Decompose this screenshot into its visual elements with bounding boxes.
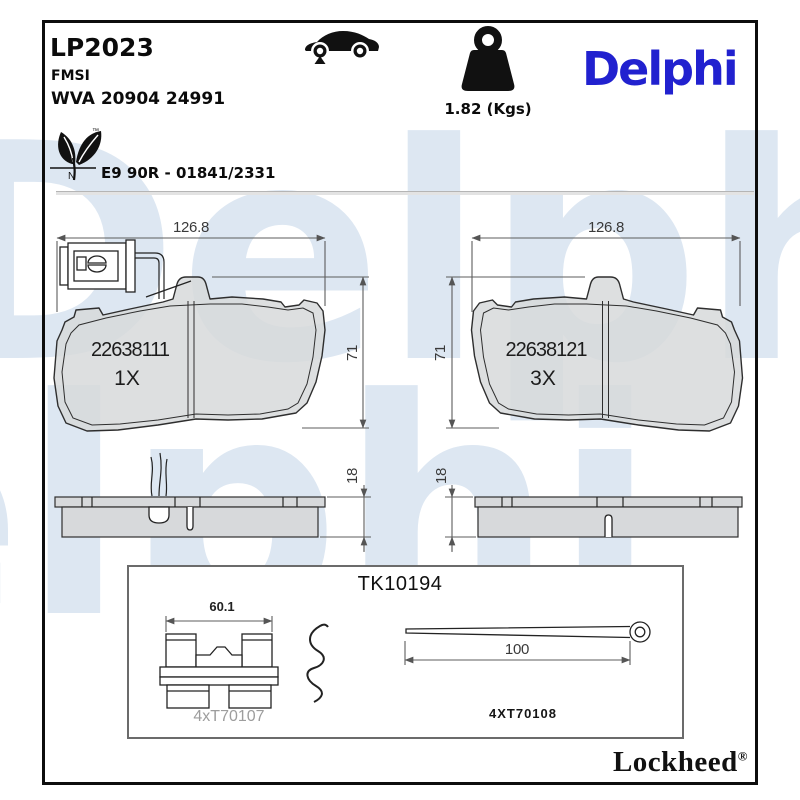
eco-n-mark: N xyxy=(68,171,75,182)
delphi-logo: Delphi xyxy=(582,42,739,96)
dim-thickness-left-value: 18 xyxy=(344,468,361,484)
registered-symbol: ® xyxy=(737,748,748,764)
accessory-kit-box: TK10194 60.1 4xT7 xyxy=(127,565,684,739)
dim-pin-length-value: 100 xyxy=(505,641,529,658)
weight-icon xyxy=(461,26,515,91)
backing-segment-ticks xyxy=(81,497,298,507)
weight-value: 1.82 (Kgs) xyxy=(444,100,532,118)
dimension-thickness-left: 18 xyxy=(320,468,371,552)
homologation-number: E9 90R - 01841/2331 xyxy=(101,164,276,182)
dimension-width-right: 126.8 xyxy=(471,219,741,312)
pad-quantity-left: 1X xyxy=(114,367,140,390)
wear-sensor-connector xyxy=(59,239,192,299)
wva-reference: WVA 20904 24991 xyxy=(51,89,226,109)
lockheed-logo: Lockheed® xyxy=(613,746,748,779)
front-axle-arrow-icon xyxy=(314,56,326,64)
trademark-symbol: ™ xyxy=(92,128,99,135)
spring-clip-profile xyxy=(306,623,329,703)
dim-width-right-value: 126.8 xyxy=(588,219,624,236)
front-view-right: 126.8 71 22638121 3X xyxy=(432,219,744,432)
fmsi-label: FMSI xyxy=(51,68,90,84)
kit-code: TK10194 xyxy=(358,573,443,595)
pad-quantity-right: 3X xyxy=(530,367,556,390)
eco-leaf-icon: N ™ xyxy=(50,128,102,182)
pad-part-number-right: 22638121 xyxy=(506,339,588,361)
backing-segment-ticks xyxy=(501,497,713,507)
dimension-clip-width: 60.1 xyxy=(165,599,273,632)
retainer-clip-drawing: 60.1 4xT70107 xyxy=(159,599,279,725)
dimension-pin-length: 100 xyxy=(404,641,631,665)
dimension-height-left: 71 xyxy=(212,276,369,429)
clip-part-label: 4xT70107 xyxy=(193,708,264,725)
dim-height-right-value: 71 xyxy=(432,345,449,361)
pad-part-number-left: 22638111 xyxy=(91,339,170,361)
dimension-thickness-right: 18 xyxy=(433,468,476,552)
dim-width-left-value: 126.8 xyxy=(173,219,209,236)
pin-part-label: 4XT70108 xyxy=(489,706,557,721)
dim-thickness-right-value: 18 xyxy=(433,468,450,484)
side-view-right: 18 xyxy=(433,468,743,552)
lockheed-logo-text: Lockheed xyxy=(612,746,738,778)
dim-clip-width-value: 60.1 xyxy=(209,599,234,614)
part-number-title: LP2023 xyxy=(50,33,154,62)
dimension-width-left: 126.8 xyxy=(56,219,326,312)
side-view-left: 18 xyxy=(54,452,371,552)
dim-height-left-value: 71 xyxy=(344,345,361,361)
header-separator xyxy=(56,191,754,195)
cotter-pin-drawing: 100 4XT70108 xyxy=(404,621,651,721)
car-icon xyxy=(305,31,379,64)
front-view-left: 126.8 71 22638111 1X xyxy=(53,219,369,432)
dimension-height-right: 71 xyxy=(432,276,585,429)
